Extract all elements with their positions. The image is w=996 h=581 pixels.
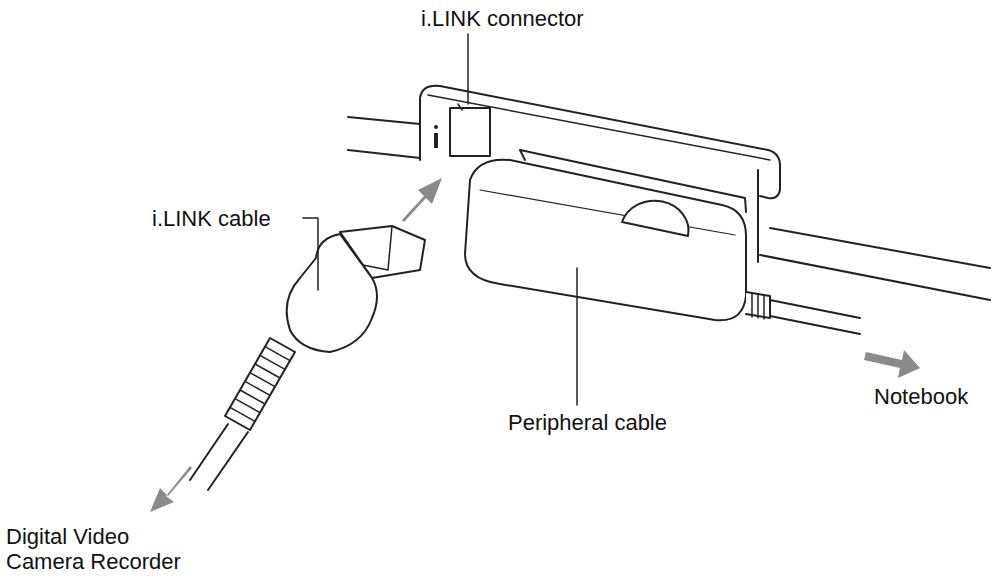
- direction-arrow: [864, 350, 920, 378]
- ilink-port: [450, 108, 490, 156]
- rib: [265, 347, 290, 361]
- part-label: i.LINK cable: [152, 206, 271, 231]
- strain-relief-ribs: [752, 293, 764, 319]
- cable: [770, 300, 860, 334]
- peripheral-cable-body: [465, 160, 746, 321]
- leader-line: [303, 218, 318, 290]
- part-label: Digital Video Camera Recorder: [6, 524, 196, 574]
- direction-arrow: [150, 466, 192, 512]
- rib: [757, 294, 759, 318]
- panel-bevel: [428, 95, 770, 160]
- notebook-edge: [770, 228, 990, 268]
- rib: [240, 390, 265, 404]
- thumb-wheel: [622, 201, 689, 236]
- cable: [190, 424, 248, 490]
- ilink-icon: [434, 125, 438, 148]
- part-label: i.LINK connector: [421, 6, 584, 31]
- rib: [250, 373, 275, 387]
- strain-relief-ribs: [230, 347, 290, 422]
- part-label: Notebook: [874, 384, 968, 409]
- insert-arrow: [402, 178, 442, 222]
- leader-line: [576, 268, 578, 405]
- rib: [751, 293, 753, 317]
- leader-line: [467, 34, 469, 104]
- rib: [763, 295, 765, 319]
- rib: [260, 355, 285, 369]
- notebook-edge: [348, 150, 420, 158]
- notebook-edge: [348, 117, 420, 124]
- plug-strain-relief: [225, 338, 295, 430]
- rib: [245, 381, 270, 395]
- rib: [235, 399, 260, 413]
- body-line: [480, 190, 735, 235]
- rib: [230, 407, 255, 421]
- rib: [255, 364, 280, 378]
- port-mark: [458, 104, 462, 110]
- part-label: Peripheral cable: [508, 410, 667, 435]
- panel-edge: [757, 170, 759, 262]
- plug-body: [287, 234, 377, 352]
- strain-relief: [746, 292, 770, 318]
